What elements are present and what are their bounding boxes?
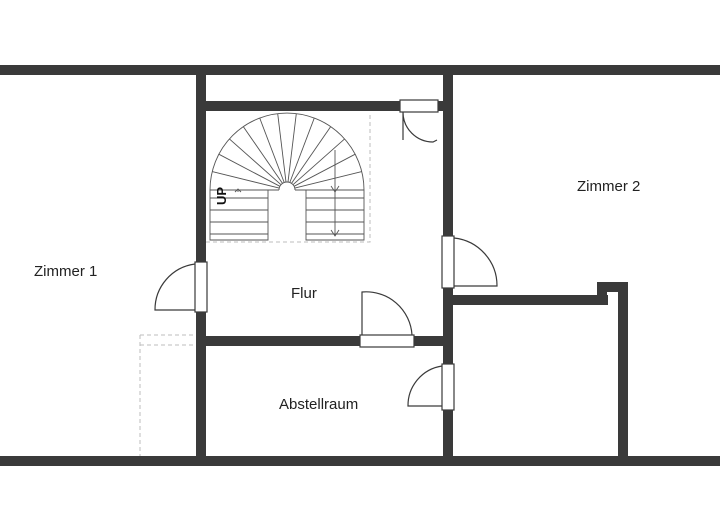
stair-step-line — [229, 138, 282, 186]
room-label-zimmer-2: Zimmer 2 — [577, 178, 640, 195]
wall-flur-bottom — [196, 336, 453, 346]
stair-step-line — [294, 171, 362, 189]
stair-step-line — [293, 153, 356, 187]
wall-stair-top — [196, 101, 453, 111]
interior-walls — [196, 70, 628, 462]
stair-step-line — [287, 113, 297, 183]
door-stair-top — [399, 99, 439, 143]
wall-closet-right-vertical — [618, 282, 628, 462]
door-flur-bottom — [359, 291, 415, 348]
stair-step-line — [212, 171, 280, 189]
stair-up-label: UP — [214, 187, 229, 205]
stair-step-line — [292, 138, 345, 186]
dashed-stair-outline — [206, 115, 371, 243]
stair-step-line — [277, 113, 287, 183]
room-label-zimmer-1: Zimmer 1 — [34, 263, 97, 280]
door-abstellraum — [407, 363, 455, 411]
wall-closet-notch-vertical — [597, 282, 607, 305]
room-label-flur: Flur — [291, 285, 317, 302]
door-zimmer-2 — [441, 235, 498, 289]
bottom-outer-wall — [0, 456, 720, 466]
stair-step-line — [218, 153, 281, 187]
top-outer-wall — [0, 65, 720, 75]
stair-step-line — [259, 117, 285, 183]
spiral-staircase — [209, 112, 365, 241]
door-zimmer-1 — [154, 261, 208, 313]
doors — [154, 99, 498, 411]
wall-closet-top — [443, 295, 608, 305]
dashed-lines — [139, 115, 371, 456]
dashed-zimmer1-outline — [139, 334, 196, 456]
wall-closet-top-notch — [597, 282, 628, 292]
outer-walls — [0, 65, 720, 466]
stair-radial-steps — [210, 113, 364, 191]
room-label-abstellraum: Abstellraum — [279, 396, 358, 413]
stair-step-line — [242, 126, 283, 184]
stair-step-line — [289, 117, 315, 183]
labels: UP Zimmer 1 Zimmer 2 Flur Abstellraum — [34, 178, 640, 413]
stair-step-line — [291, 126, 332, 184]
